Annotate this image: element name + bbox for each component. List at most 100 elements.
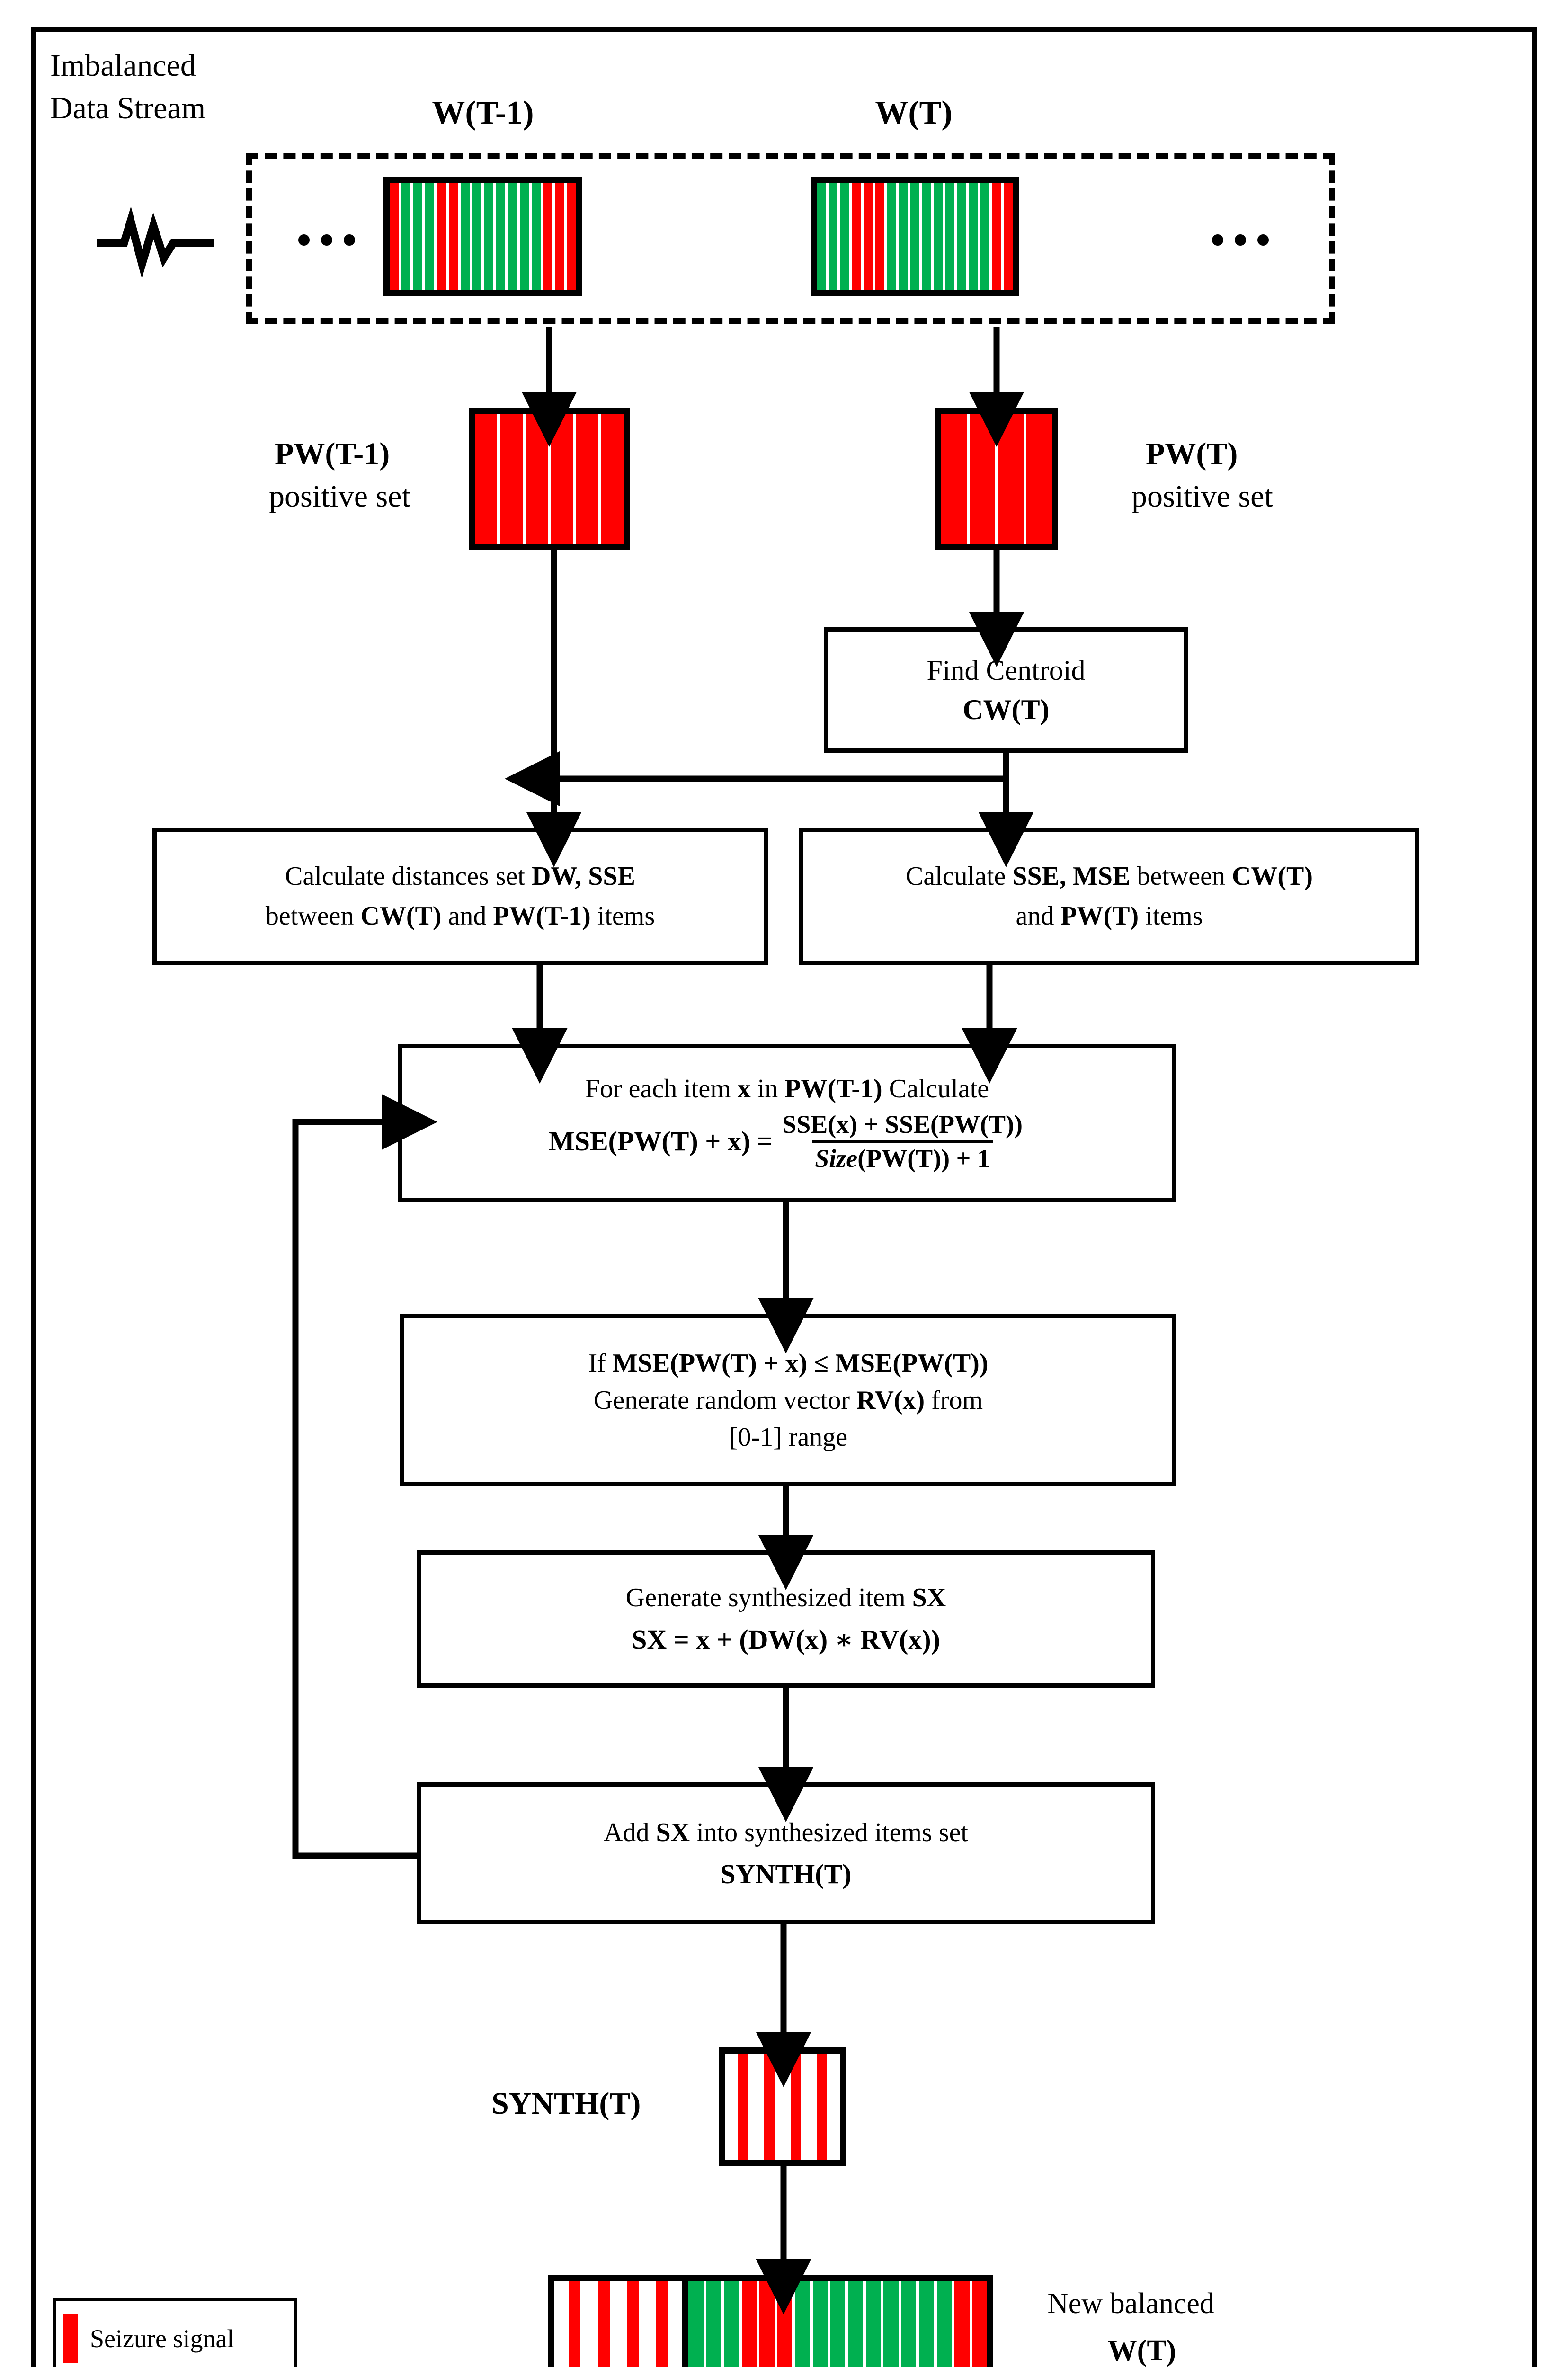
window-t-minus-1-label: W(T-1) bbox=[432, 95, 534, 131]
calc-distances-line1-b: DW, SSE bbox=[531, 862, 635, 891]
signal-stripe bbox=[936, 2281, 952, 2367]
signal-stripe bbox=[875, 183, 884, 290]
signal-stripe bbox=[688, 2281, 704, 2367]
generate-sx-line1: Generate synthesized item SX bbox=[626, 1583, 946, 1613]
data-stream-dashed-container bbox=[246, 153, 1335, 324]
signal-stripe bbox=[738, 2054, 748, 2160]
signal-stripe bbox=[550, 414, 573, 544]
signal-stripe bbox=[980, 183, 989, 290]
signal-stripe bbox=[941, 414, 967, 544]
signal-stripe bbox=[954, 2281, 970, 2367]
balanced-window-block bbox=[548, 2275, 993, 2367]
condition-line2-b: RV(x) bbox=[856, 1385, 925, 1415]
page-title-line2: Data Stream bbox=[50, 91, 206, 125]
signal-stripe bbox=[883, 2281, 899, 2367]
add-sx-line1-a: Add bbox=[604, 1817, 656, 1847]
signal-stripe bbox=[612, 2281, 624, 2367]
positive-set-t bbox=[935, 408, 1058, 550]
synth-block bbox=[719, 2047, 846, 2166]
mse-formula-lhs: MSE(PW(T) + x) bbox=[548, 1126, 751, 1157]
find-centroid-box: Find Centroid CW(T) bbox=[824, 627, 1188, 753]
calc-sse-mse-box: Calculate SSE, MSE between CW(T) and PW(… bbox=[799, 828, 1419, 965]
signal-stripe bbox=[945, 183, 954, 290]
calc-distances-line1: Calculate distances set DW, SSE bbox=[285, 861, 635, 891]
signal-stripe bbox=[777, 2281, 793, 2367]
signal-stripe bbox=[840, 183, 849, 290]
signal-stripe bbox=[922, 183, 931, 290]
signal-stripe bbox=[919, 2281, 934, 2367]
find-centroid-line2: CW(T) bbox=[962, 694, 1050, 725]
balanced-label-line2: W(T) bbox=[1107, 2335, 1176, 2367]
legend-seizure: Seizure signal bbox=[63, 2314, 287, 2363]
mse-formula-box: For each item x in PW(T-1) Calculate MSE… bbox=[398, 1044, 1176, 1202]
signal-stripe bbox=[803, 2054, 814, 2160]
signal-stripe bbox=[998, 414, 1024, 544]
signal-stripe bbox=[898, 183, 908, 290]
legend-box: Seizure signal Normal signal bbox=[53, 2298, 297, 2367]
signal-stripe bbox=[437, 183, 446, 290]
signal-stripe bbox=[532, 183, 541, 290]
window-t bbox=[811, 177, 1019, 296]
generate-sx-line1-b: SX bbox=[912, 1583, 946, 1612]
window-t-minus-1 bbox=[383, 177, 582, 296]
calc-distances-line2: between CW(T) and PW(T-1) items bbox=[266, 901, 655, 931]
signal-stripe bbox=[413, 183, 422, 290]
signal-stripe bbox=[830, 2281, 846, 2367]
calc-sse-mse-line2-a: and bbox=[1016, 901, 1061, 931]
signal-stripe bbox=[817, 183, 826, 290]
balanced-original-segment bbox=[688, 2281, 987, 2367]
mse-formula-title-c: in bbox=[750, 1074, 785, 1103]
stream-right-ellipsis bbox=[1212, 234, 1269, 246]
condition-line1: If MSE(PW(T) + x) ≤ MSE(PW(T)) bbox=[588, 1348, 989, 1379]
calc-distances-line2-e: items bbox=[590, 901, 655, 931]
signal-stripe bbox=[969, 183, 978, 290]
signal-stripe bbox=[759, 2281, 775, 2367]
generate-sx-line2: SX = x + (DW(x) ∗ RV(x)) bbox=[632, 1624, 940, 1655]
calc-distances-box: Calculate distances set DW, SSE between … bbox=[152, 828, 768, 965]
signal-stripe bbox=[1026, 414, 1052, 544]
signal-stripe bbox=[970, 414, 995, 544]
signal-stripe bbox=[972, 2281, 987, 2367]
mse-formula-title-d: PW(T-1) bbox=[784, 1074, 882, 1103]
signal-stripe bbox=[555, 183, 564, 290]
signal-stripe bbox=[601, 414, 624, 544]
stream-left-ellipsis bbox=[298, 234, 355, 246]
signal-stripe bbox=[887, 183, 896, 290]
signal-stripe bbox=[828, 183, 837, 290]
calc-distances-line1-a: Calculate distances set bbox=[285, 862, 532, 891]
balanced-label-line1: New balanced bbox=[1047, 2287, 1214, 2320]
condition-line1-c: ≤ bbox=[807, 1348, 835, 1378]
condition-line2-c: from bbox=[925, 1385, 983, 1415]
signal-stripe bbox=[390, 183, 399, 290]
signal-stripe bbox=[496, 183, 505, 290]
calc-sse-mse-line2-c: items bbox=[1139, 901, 1203, 931]
calc-sse-mse-line2: and PW(T) items bbox=[1016, 901, 1203, 931]
find-centroid-line1: Find Centroid bbox=[927, 654, 1086, 686]
signal-stripe bbox=[449, 183, 458, 290]
signal-stripe bbox=[790, 2054, 801, 2160]
signal-stripe bbox=[576, 414, 598, 544]
signal-stripe bbox=[425, 183, 434, 290]
signal-stripe bbox=[725, 2054, 735, 2160]
calc-sse-mse-line1-a: Calculate bbox=[905, 862, 1013, 891]
signal-stripe bbox=[508, 183, 517, 290]
signal-stripe bbox=[934, 183, 943, 290]
generate-sx-line1-a: Generate synthesized item bbox=[625, 1583, 912, 1612]
signal-stripe bbox=[484, 183, 493, 290]
legend-seizure-swatch bbox=[63, 2314, 78, 2363]
signal-stripe bbox=[401, 183, 410, 290]
signal-stripe bbox=[472, 183, 481, 290]
mse-formula-title-a: For each item bbox=[585, 1074, 738, 1103]
signal-stripe bbox=[901, 2281, 917, 2367]
signal-stripe bbox=[812, 2281, 828, 2367]
signal-stripe bbox=[475, 414, 498, 544]
add-sx-line1-b: SX bbox=[656, 1817, 690, 1847]
legend-seizure-label: Seizure signal bbox=[90, 2324, 234, 2353]
add-sx-line1-c: into synthesized items set bbox=[690, 1817, 968, 1847]
signal-stripe bbox=[777, 2054, 788, 2160]
ecg-waveform-icon bbox=[95, 201, 218, 279]
mse-formula-equals: = bbox=[757, 1126, 773, 1157]
calc-sse-mse-line1-b: SSE, MSE bbox=[1012, 862, 1131, 891]
signal-stripe bbox=[583, 2281, 596, 2367]
